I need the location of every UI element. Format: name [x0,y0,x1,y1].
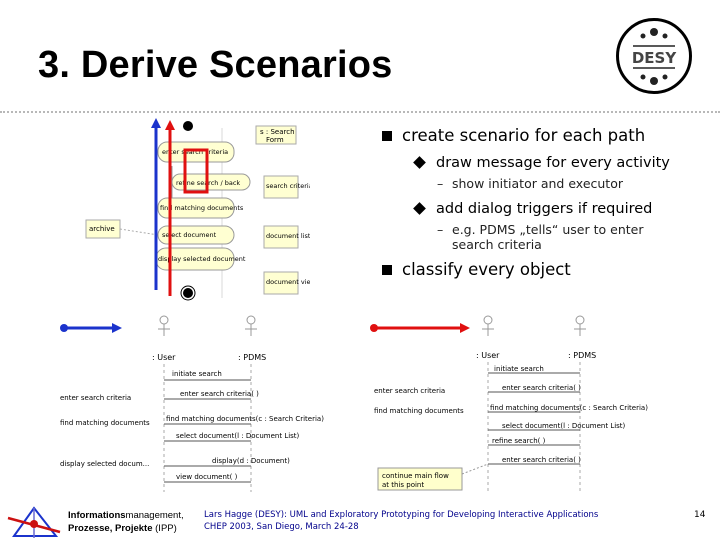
msg-enter-criteria-again: enter search criteria( ) [502,456,581,464]
object-document-view: document view [266,278,310,286]
dash-bullet-icon: – [437,176,444,191]
swimlane-header: s : Search [260,128,295,136]
continue-note [377,467,463,491]
dash-bullet-icon: – [437,222,444,237]
side-label-find-right: find matching documents [374,407,464,415]
note-line2: at this point [382,481,424,489]
bullet-show-initiator: –show initiator and executor [437,176,623,191]
actor-user-left: : User [152,353,176,362]
activity-find: find matching documents [160,204,244,212]
page-number: 14 [694,510,706,520]
bullet-draw-message: draw message for every activity [380,154,710,172]
msg-view-document: view document( ) [176,473,238,481]
msg-initiate-search-right: initiate search [494,365,544,373]
ipp-logo-icon [7,506,61,538]
activity-diagram: s : Search Form enter search criteria re… [85,118,310,301]
actor-pdms-right: : PDMS [568,351,596,360]
side-label-enter-right: enter search criteria [374,387,445,395]
msg-enter-criteria-right: enter search criteria( ) [502,384,581,392]
sequence-diagram-blue: : User : PDMS enter search criteria find… [60,315,324,492]
slide-footer: Informationsmanagement, Prozesse, Projek… [0,500,720,540]
slide-title: 3. Derive Scenarios [38,44,393,86]
msg-initiate-search: initiate search [172,370,222,378]
object-archive: archive [89,225,115,233]
actor-user-right: : User [476,351,500,360]
activity-enter: enter search criteria [162,148,228,156]
activity-select: select document [162,231,217,239]
msg-display: display(d : Document) [212,457,290,465]
desy-logo: DESY [616,18,692,94]
side-label-display: display selected docum... [60,460,149,468]
bullet-add-dialog: add dialog triggers if required [380,200,710,218]
square-bullet-icon [382,131,392,141]
title-divider [0,111,720,113]
footer-org-line1: Informationsmanagement, [68,510,184,521]
footer-citation-line1: Lars Hagge (DESY): UML and Exploratory P… [204,510,599,520]
sequence-diagram-red: : User : PDMS enter search criteria find… [370,315,648,492]
activity-display: display selected document [158,255,246,263]
diamond-bullet-icon [413,156,426,169]
bullet-create-scenario: create scenario for each path [380,126,710,146]
bullet-list: create scenario for each path draw messa… [380,126,710,280]
side-label-find: find matching documents [60,419,150,427]
actor-pdms-left: : PDMS [238,353,266,362]
msg-refine-search: refine search( ) [492,437,546,445]
logo-graphic [633,28,675,85]
logo-text: DESY [631,49,677,67]
swimlane-header-line2: Form [266,136,284,144]
note-line1: continue main flow [382,472,449,480]
msg-select-document-right: select document(l : Document List) [502,422,626,430]
msg-find-documents-right: find matching documents(c : Search Crite… [490,404,648,412]
bullet-classify-object: classify every object [380,260,710,280]
footer-org-line2: Prozesse, Projekte (IPP) [68,523,177,534]
diamond-bullet-icon [413,202,426,215]
msg-find-documents: find matching documents(c : Search Crite… [166,415,324,423]
object-document-list: document list [266,232,310,240]
object-search-criteria: search criteria [266,182,310,190]
square-bullet-icon [382,265,392,275]
side-label-enter: enter search criteria [60,394,131,402]
msg-select-document: select document(l : Document List) [176,432,300,440]
footer-citation-line2: CHEP 2003, San Diego, March 24-28 [204,522,359,532]
msg-enter-criteria: enter search criteria( ) [180,390,259,398]
